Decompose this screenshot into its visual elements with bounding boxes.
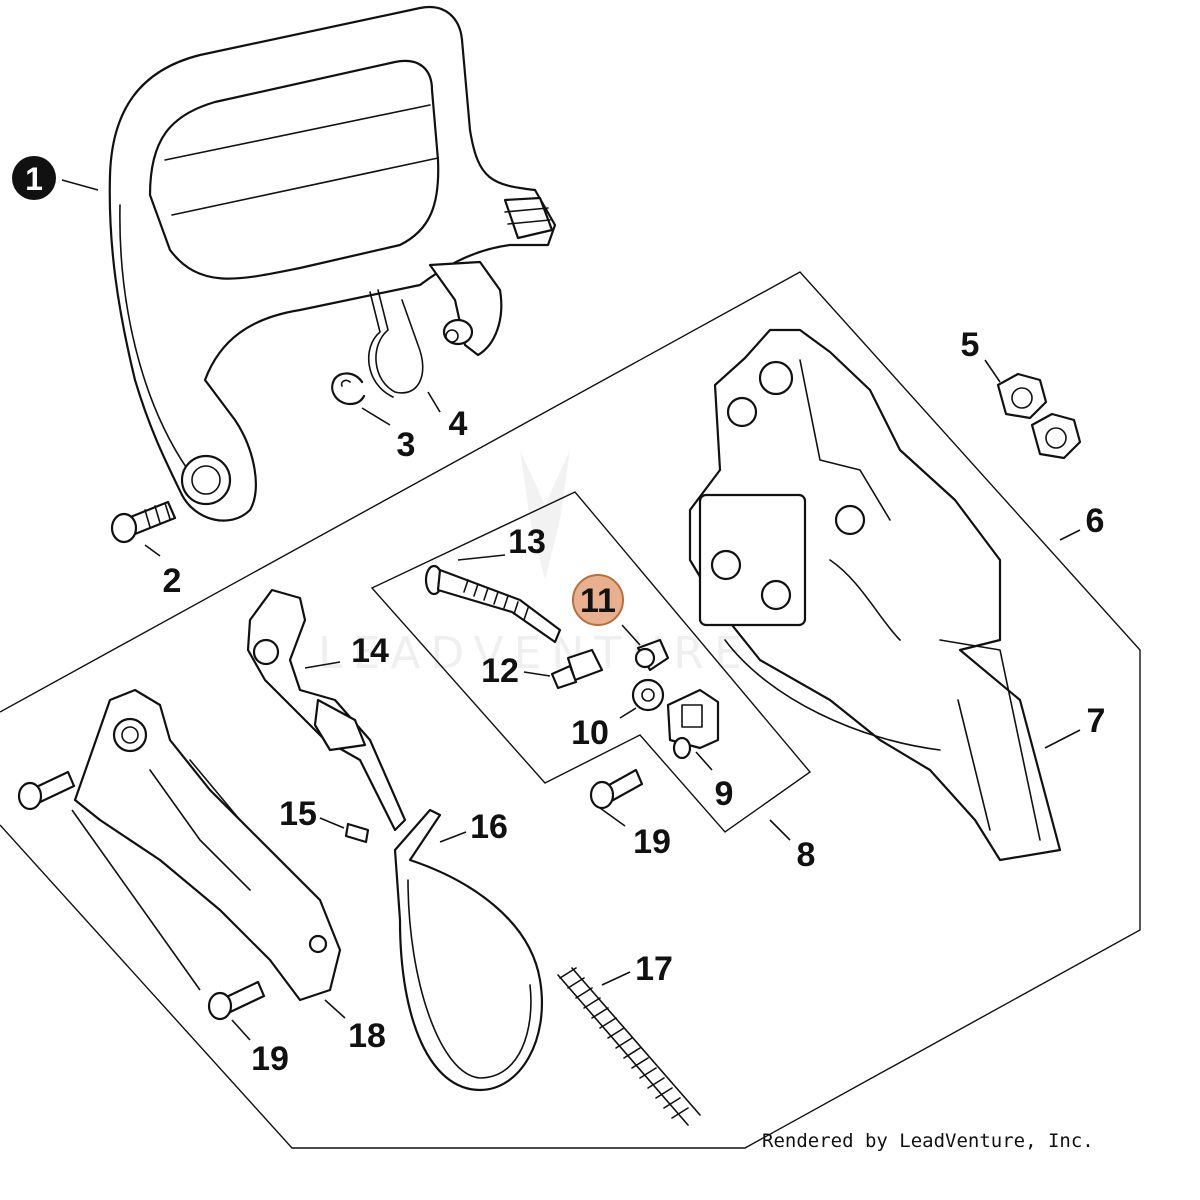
callout-label-7: 7 xyxy=(1087,702,1106,740)
callout-label-4: 4 xyxy=(449,405,468,443)
lever-part-14 xyxy=(246,588,407,832)
callout-label-5: 5 xyxy=(961,326,980,364)
callout-label-14: 14 xyxy=(351,632,389,670)
leader-lines xyxy=(61,179,1081,1041)
circlip-part-3 xyxy=(331,372,366,406)
callout-highlight-circle[interactable] xyxy=(572,574,624,626)
spring-part-4 xyxy=(367,289,424,398)
callout-label-17: 17 xyxy=(635,950,673,988)
sprocket-cover-part xyxy=(688,328,1062,862)
screw-part-2 xyxy=(110,500,177,544)
screw-part-19b xyxy=(17,770,76,811)
callout-label-11[interactable]: 11 xyxy=(580,582,616,620)
callout-label-3: 3 xyxy=(397,426,416,464)
pin-part-15 xyxy=(344,822,370,844)
bracket-part-9 xyxy=(666,688,720,760)
callout-11-highlighted[interactable]: 11 xyxy=(572,574,624,626)
callout-label-19b: 19 xyxy=(251,1040,289,1078)
callout-label-13: 13 xyxy=(508,523,546,561)
callout-1: 1 xyxy=(12,156,56,200)
callout-label-19a: 19 xyxy=(633,823,671,861)
gear-part-10 xyxy=(631,678,665,712)
screw-part-19a xyxy=(589,768,644,810)
assembly-frame-outer xyxy=(0,271,1141,1149)
brake-body-part-18 xyxy=(73,688,342,1002)
footer-credit: Rendered by LeadVenture, Inc. xyxy=(762,1130,1094,1152)
watermark: LEADVENTURE xyxy=(318,450,752,679)
callout-label-6: 6 xyxy=(1086,502,1105,540)
callout-label-1: 1 xyxy=(25,161,43,197)
callout-label-10: 10 xyxy=(571,714,609,752)
subassembly-frame xyxy=(370,491,812,833)
pinion-part-11 xyxy=(634,638,670,672)
adjusting-screw-part-13 xyxy=(424,564,562,644)
callout-label-2: 2 xyxy=(163,562,182,600)
callout-label-15: 15 xyxy=(279,795,317,833)
watermark-text: LEADVENTURE xyxy=(318,628,752,679)
spring-part-17 xyxy=(557,967,701,1126)
brake-band-part-16 xyxy=(393,808,543,1092)
callout-label-12: 12 xyxy=(481,652,519,690)
screw-part-19c xyxy=(207,980,266,1021)
hand-guard-part xyxy=(108,5,557,522)
callout-label-9: 9 xyxy=(715,775,734,813)
callout-label-18: 18 xyxy=(348,1017,386,1055)
callout-badge-1 xyxy=(12,156,56,200)
pin-part-12 xyxy=(550,648,604,690)
callout-label-16: 16 xyxy=(470,808,508,846)
nut-part-5 xyxy=(996,372,1082,460)
callout-label-8: 8 xyxy=(797,836,816,874)
